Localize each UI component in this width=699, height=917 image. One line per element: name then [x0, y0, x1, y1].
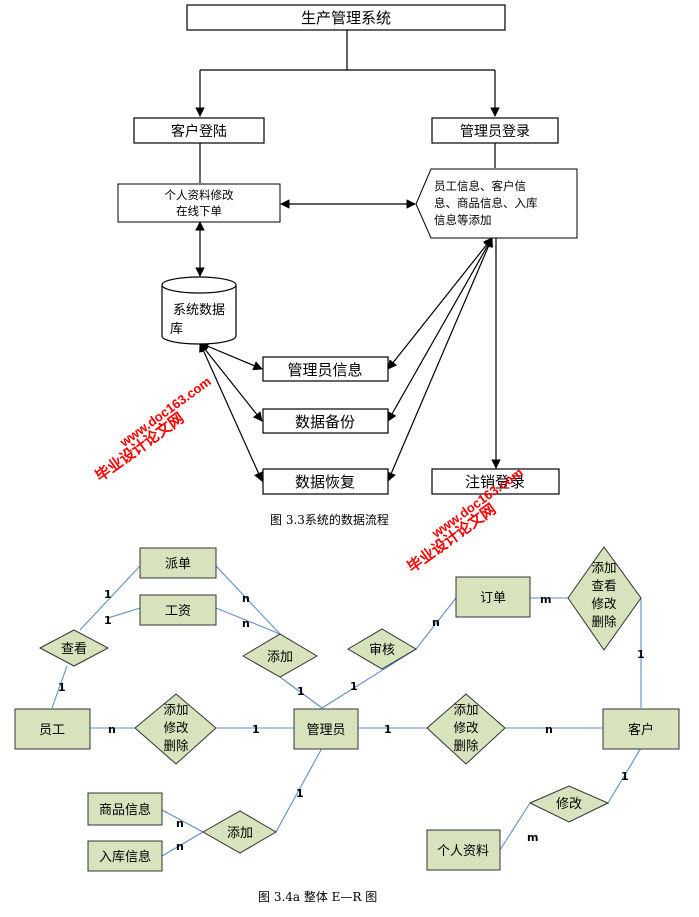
- card-order-ops-order: m: [540, 593, 551, 606]
- admin-actions-box: 员工信息、客户信 息、商品信息、入库 信息等添加: [415, 168, 578, 239]
- entity-order-label: 订单: [480, 591, 506, 606]
- card-add-admin: 1: [297, 685, 305, 698]
- card-audit-admin: 1: [350, 680, 358, 693]
- entity-employee: 员工: [14, 708, 91, 750]
- card-order-ops-customer: 1: [637, 648, 645, 661]
- relation-emp-ops: 添加 修改 删除: [134, 693, 217, 765]
- database-label-1: 系统数据: [173, 303, 225, 318]
- entity-dispatch-label: 派单: [165, 557, 191, 572]
- card-ops-admin: 1: [252, 723, 260, 736]
- entity-salary-label: 工资: [165, 604, 191, 619]
- relation-add-bottom-label: 添加: [227, 826, 253, 841]
- relation-cust-ops: 添加 修改 删除: [426, 693, 506, 765]
- restore-box: 数据恢复: [262, 468, 389, 495]
- admin-action-line-3: 信息等添加: [434, 213, 492, 227]
- relation-order-ops-1: 添加: [591, 560, 616, 575]
- relation-view-label: 查看: [61, 641, 87, 657]
- relation-add-bottom: 添加: [201, 810, 277, 854]
- card-admin-addbottom: 1: [296, 787, 304, 800]
- relation-modify-label: 修改: [556, 797, 582, 812]
- admin-action-line-1: 员工信息、客户信: [434, 179, 526, 193]
- entity-admin-label: 管理员: [306, 723, 345, 738]
- relation-emp-ops-2: 修改: [163, 720, 189, 735]
- restore-label: 数据恢复: [295, 473, 355, 491]
- card-admin-custops: 1: [384, 723, 392, 736]
- relation-emp-ops-3: 删除: [163, 738, 189, 753]
- entity-customer: 客户: [602, 708, 680, 750]
- entity-stock-label: 入库信息: [99, 849, 151, 865]
- logout-box: 注销登录: [431, 468, 560, 495]
- relation-order-ops-3: 修改: [591, 596, 617, 611]
- relation-audit: 审核: [347, 628, 417, 670]
- er-diagram: 派单 工资 订单 员工 管理员 客户 商品信息 入库信息: [14, 546, 680, 904]
- entity-profile-label: 个人资料: [437, 844, 489, 859]
- card-salary-add: n: [242, 617, 250, 630]
- personal-action-1: 个人资料修改: [165, 188, 234, 202]
- entity-dispatch: 派单: [139, 547, 217, 579]
- admin-login-label: 管理员登录: [460, 124, 530, 140]
- card-goods-add: n: [176, 817, 184, 830]
- card-custops-customer: n: [545, 723, 553, 736]
- er-caption: 图 3.4a 整体 E—R 图: [258, 889, 377, 904]
- database-cylinder: 系统数据 库: [161, 276, 237, 345]
- admin-info-box: 管理员信息: [262, 356, 389, 382]
- customer-login-box: 客户登陆: [133, 117, 265, 144]
- personal-actions-box: 个人资料修改 在线下单: [117, 183, 281, 223]
- card-view-salary: 1: [104, 614, 112, 627]
- card-audit-order: n: [432, 616, 440, 629]
- card-employee-ops: n: [108, 723, 116, 736]
- cardinality-labels: 1 1 1 n n 1 1 n m 1 n 1 1 n 1 n n 1 m: [58, 588, 645, 853]
- card-view-dispatch: 1: [104, 588, 112, 601]
- relation-modify: 修改: [528, 785, 610, 823]
- customer-login-label: 客户登陆: [171, 123, 227, 140]
- entity-admin: 管理员: [293, 708, 359, 750]
- admin-action-line-2: 息、商品信息、入库: [434, 196, 538, 210]
- entity-employee-label: 员工: [39, 723, 65, 738]
- entity-order: 订单: [455, 576, 531, 618]
- backup-box: 数据备份: [262, 408, 389, 434]
- system-box: 生产管理系统: [186, 4, 506, 31]
- flow-diagram: 生产管理系统 客户登陆 管理员登录 个人资料修改 在线下单 员工信息、客户信 息…: [117, 4, 578, 527]
- card-view-employee: 1: [58, 681, 66, 694]
- relation-view: 查看: [38, 629, 110, 667]
- flow-connectors: [195, 30, 501, 482]
- er-connectors: [51, 565, 642, 857]
- entity-salary: 工资: [139, 594, 217, 626]
- relation-order-ops-2: 查看: [591, 578, 616, 593]
- entity-customer-label: 客户: [628, 722, 654, 738]
- relation-order-ops-4: 删除: [591, 614, 617, 629]
- relation-cust-ops-2: 修改: [453, 720, 479, 735]
- personal-action-2: 在线下单: [176, 204, 222, 218]
- relation-add-top-label: 添加: [267, 650, 293, 665]
- entity-goods-label: 商品信息: [99, 802, 151, 818]
- flow-caption: 图 3.3系统的数据流程: [270, 512, 389, 527]
- entity-goods: 商品信息: [87, 792, 163, 826]
- database-label-2: 库: [170, 321, 183, 337]
- entity-stock: 入库信息: [87, 840, 163, 872]
- card-stock-add: n: [176, 840, 184, 853]
- watermark-left: 毕业设计论文网 www.doc163.com: [92, 374, 214, 486]
- logout-label: 注销登录: [465, 473, 525, 491]
- card-customer-modify: 1: [621, 770, 629, 783]
- system-title: 生产管理系统: [301, 9, 391, 27]
- relation-emp-ops-1: 添加: [163, 702, 188, 717]
- card-profile-modify: m: [527, 831, 538, 844]
- admin-login-box: 管理员登录: [431, 117, 559, 144]
- relation-order-ops: 添加 查看 修改 删除: [567, 546, 642, 651]
- backup-label: 数据备份: [295, 413, 355, 431]
- relation-cust-ops-3: 删除: [453, 738, 479, 753]
- relation-cust-ops-1: 添加: [453, 702, 478, 717]
- relation-audit-label: 审核: [369, 643, 395, 658]
- entity-profile: 个人资料: [426, 829, 501, 871]
- relation-add-top: 添加: [242, 633, 318, 678]
- admin-info-label: 管理员信息: [287, 361, 362, 379]
- card-dispatch-add: n: [242, 592, 250, 605]
